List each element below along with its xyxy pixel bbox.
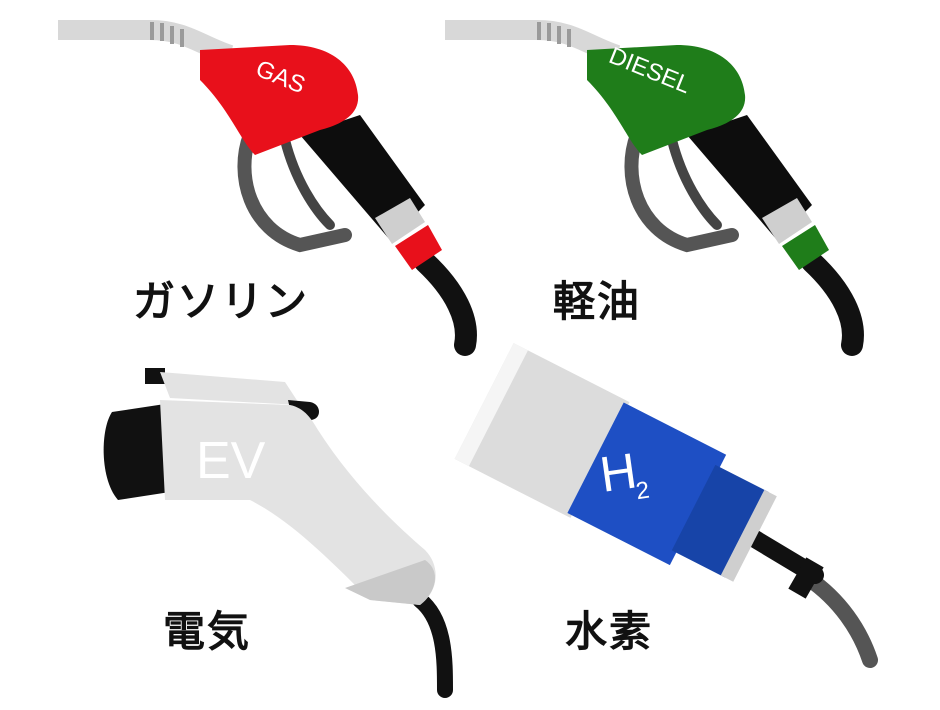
ev-plug-icon: [103, 368, 453, 698]
gasoline-caption: ガソリン: [133, 277, 310, 326]
ev-plug-label: EV: [196, 432, 266, 490]
hydrogen-caption: 水素: [565, 607, 654, 656]
hydrogen-label-sub: 2: [634, 477, 651, 506]
diesel-nozzle-icon: [445, 20, 864, 356]
gas-nozzle-icon: [58, 20, 477, 356]
electric-caption: 電気: [163, 607, 252, 656]
hydrogen-nozzle-icon: [454, 343, 878, 668]
hydrogen-label-main: H: [597, 442, 641, 502]
diesel-caption: 軽油: [553, 277, 642, 326]
